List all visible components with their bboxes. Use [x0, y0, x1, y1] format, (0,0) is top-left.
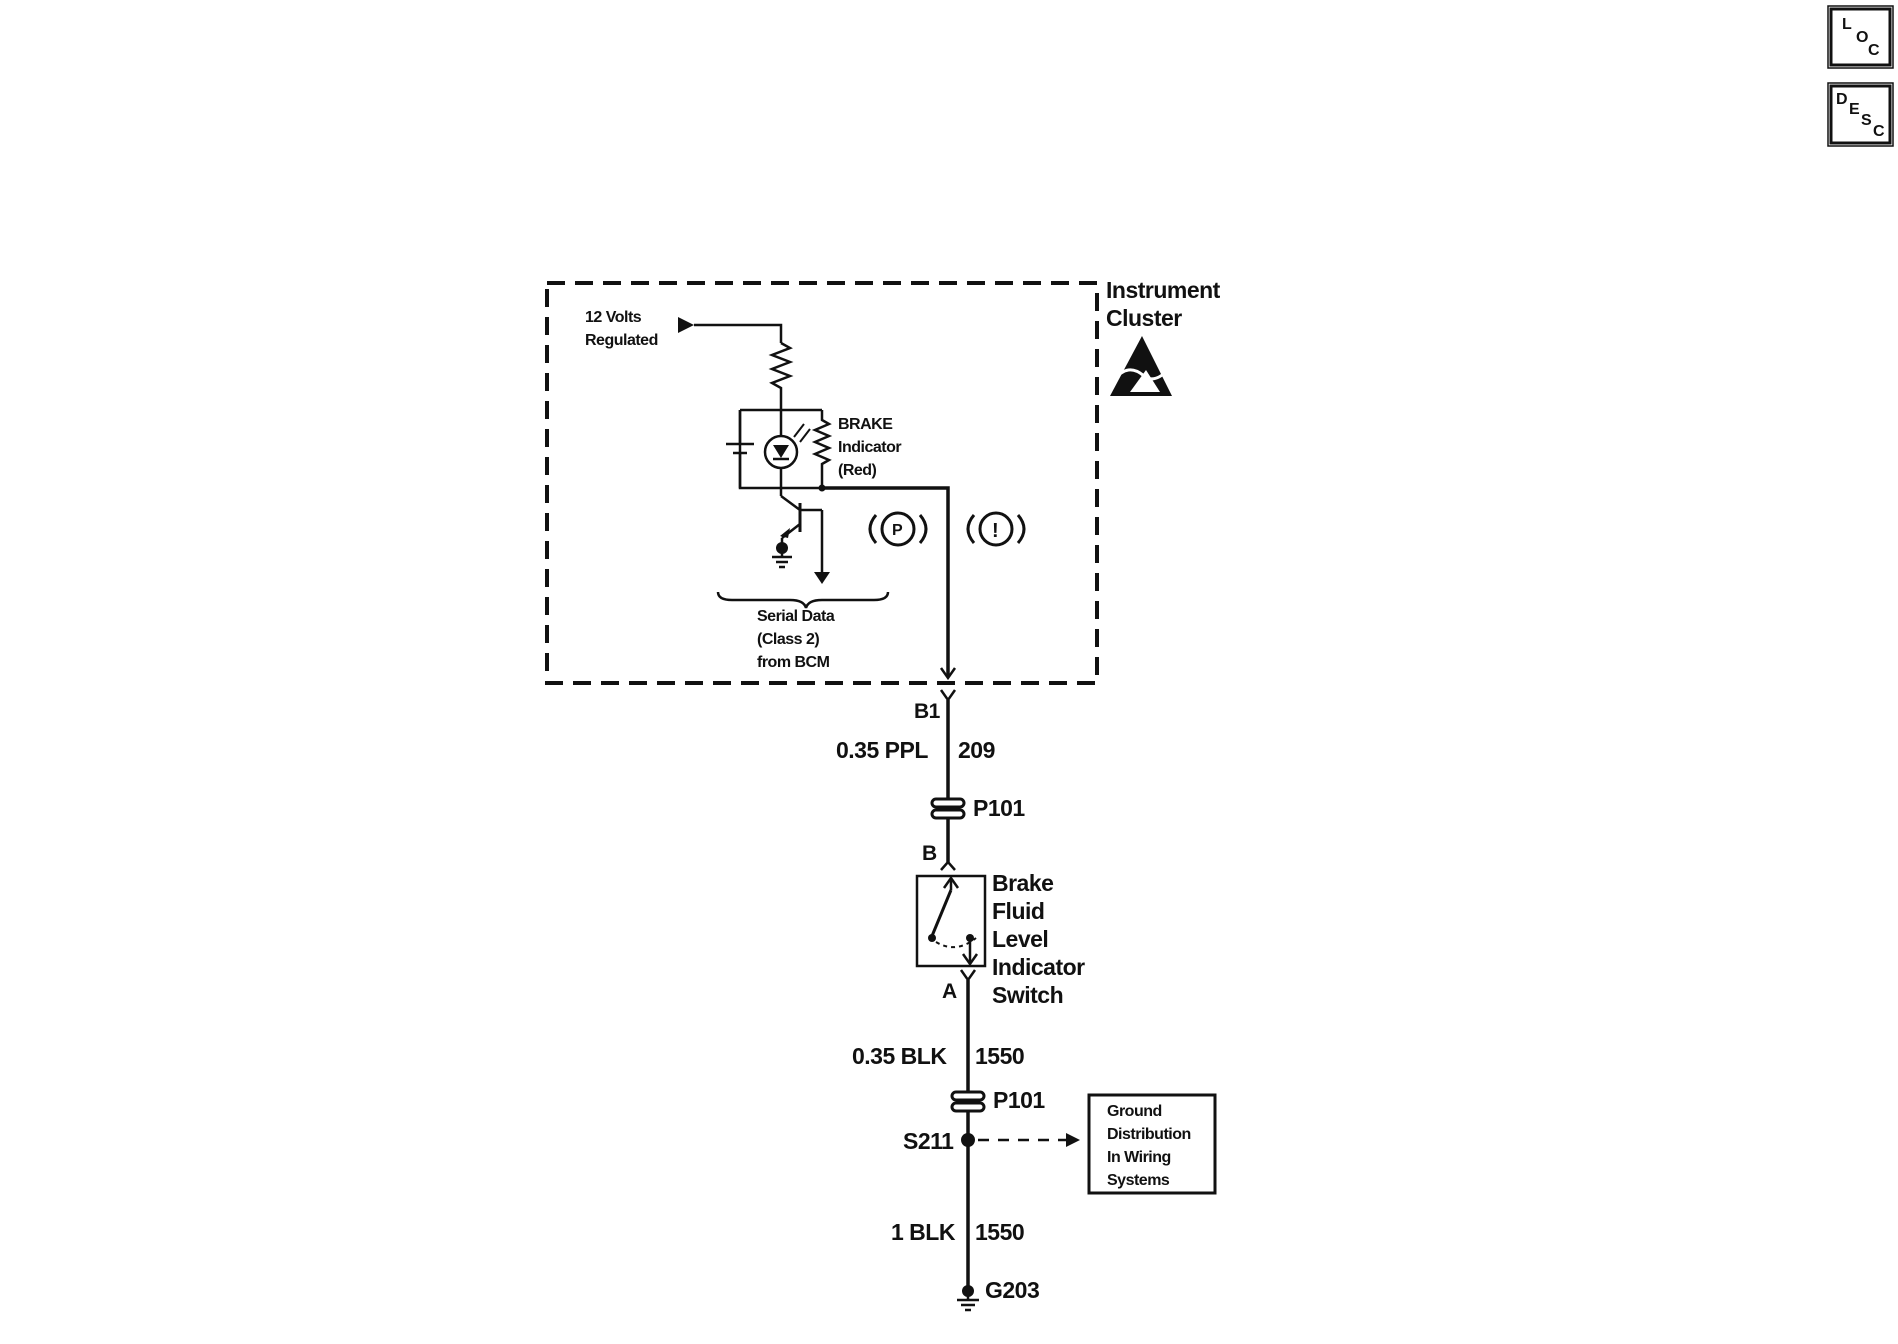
- switch-label-line3: Level: [992, 926, 1048, 952]
- b-pin-icon: [940, 860, 956, 871]
- wire2-circuit-label: 1550: [975, 1043, 1024, 1069]
- a-pin-icon: [959, 969, 977, 983]
- brake-led-icon: [763, 410, 811, 488]
- wire3-gauge-label: 1 BLK: [891, 1219, 956, 1245]
- park-brake-symbol-icon: P: [868, 511, 928, 547]
- ground-reference-arrow-icon: [1066, 1133, 1080, 1147]
- serial-data-brace: [716, 591, 890, 609]
- connector1-label: P101: [973, 795, 1025, 821]
- p101-connector-2-icon: [950, 1090, 986, 1113]
- indicator-label-line2: Indicator: [838, 439, 901, 456]
- b1-pin-icon: [939, 689, 957, 703]
- supply-label-line2: Regulated: [585, 332, 658, 349]
- wire3-circuit-label: 1550: [975, 1219, 1024, 1245]
- supply-label-line1: 12 Volts: [585, 309, 642, 326]
- desc-letter-c: C: [1873, 123, 1885, 140]
- desc-button[interactable]: D E S C: [1827, 82, 1894, 147]
- ground-distribution-reference[interactable]: Ground Distribution In Wiring Systems: [1087, 1093, 1217, 1195]
- p101-connector-icon: [930, 797, 966, 820]
- desc-letter-e: E: [1849, 101, 1860, 118]
- loc-button[interactable]: L O C: [1827, 5, 1894, 69]
- pin-b1-label: B1: [914, 700, 941, 723]
- loc-letter-c: C: [1868, 42, 1880, 59]
- indicator-label-line1: BRAKE: [838, 416, 893, 433]
- park-symbol-letter: P: [892, 522, 903, 539]
- switch-label-line4: Indicator: [992, 954, 1085, 980]
- switch-label-line5: Switch: [992, 982, 1063, 1008]
- cluster-ground-icon: [772, 542, 792, 569]
- wire2-gauge-label: 0.35 BLK: [852, 1043, 947, 1069]
- serial-data-arrow-icon: [814, 572, 830, 584]
- loc-letter-l: L: [1842, 16, 1852, 33]
- cluster-output-wire: [822, 486, 950, 676]
- brake-warning-symbol-icon: !: [966, 511, 1026, 547]
- pin-b-label: B: [922, 842, 937, 865]
- transistor-icon: [779, 488, 822, 545]
- ground-ref-line1: Ground: [1107, 1103, 1162, 1120]
- desc-letter-d: D: [1836, 91, 1848, 108]
- splice-s211-dot: [961, 1133, 975, 1147]
- supply-arrow-icon: [678, 317, 694, 333]
- serial-data-label-line2: (Class 2): [757, 631, 819, 648]
- wire1-circuit-label: 209: [958, 737, 995, 763]
- g203-ground-icon: [957, 1285, 979, 1312]
- source-cell-icon: [726, 432, 754, 467]
- warn-symbol-mark: !: [992, 520, 998, 542]
- ground-g203-label: G203: [985, 1277, 1039, 1303]
- switch-contact-icon: [928, 875, 979, 967]
- pin-a-label: A: [942, 980, 957, 1003]
- indicator-resistor: [811, 410, 833, 488]
- ground-ref-line4: Systems: [1107, 1172, 1170, 1189]
- instrument-cluster-title-line1: Instrument: [1106, 277, 1221, 303]
- splice-label: S211: [903, 1128, 954, 1154]
- esd-warning-icon: [1110, 336, 1172, 396]
- pullup-resistor: [768, 341, 794, 410]
- wire1-gauge-label: 0.35 PPL: [836, 737, 928, 763]
- instrument-cluster-title-line2: Cluster: [1106, 305, 1182, 331]
- loc-letter-o: O: [1856, 29, 1868, 46]
- switch-label-line1: Brake: [992, 870, 1053, 896]
- b1-arrow-icon: [939, 667, 957, 681]
- serial-data-label-line3: from BCM: [757, 654, 830, 671]
- connector2-label: P101: [993, 1087, 1045, 1113]
- serial-data-label-line1: Serial Data: [757, 608, 835, 625]
- supply-wire: [694, 323, 783, 343]
- switch-label-line2: Fluid: [992, 898, 1044, 924]
- ground-ref-line2: Distribution: [1107, 1126, 1191, 1143]
- ground-ref-line3: In Wiring: [1107, 1149, 1171, 1166]
- indicator-label-line3: (Red): [838, 462, 877, 479]
- desc-letter-s: S: [1861, 112, 1872, 129]
